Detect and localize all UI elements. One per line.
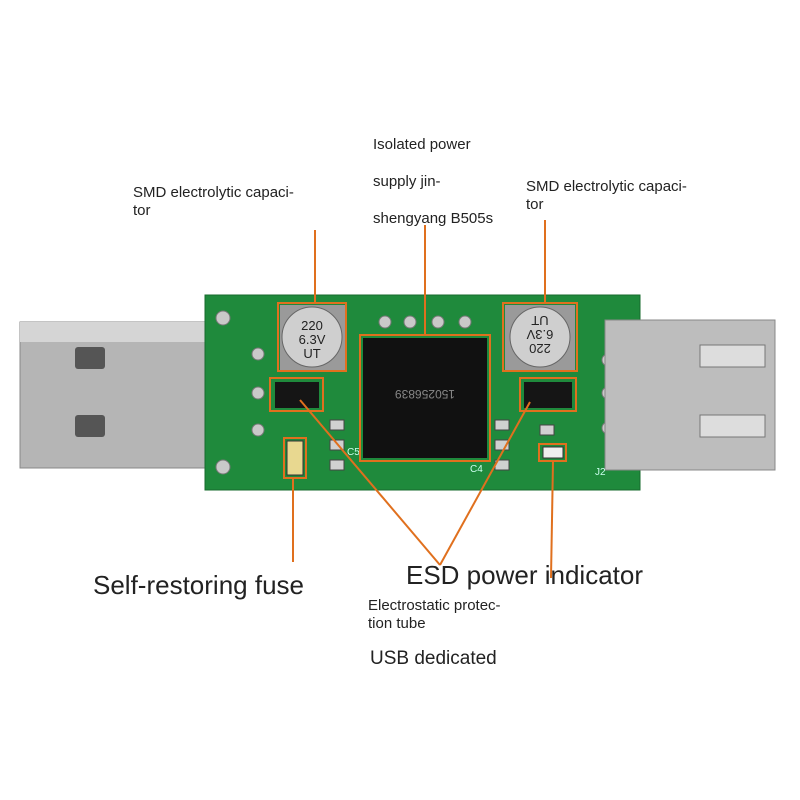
c4-marking: C4 xyxy=(470,464,483,475)
label-esd: ESD power indicator xyxy=(406,560,643,590)
esd-tube-right xyxy=(524,382,572,408)
capacitor-right xyxy=(505,305,575,370)
label-line: shengyang B505s xyxy=(373,210,494,227)
j2-marking: J2 xyxy=(595,467,606,478)
power-led xyxy=(542,446,564,459)
label-isolated-power: Isolated power supply jin- shengyang B50… xyxy=(373,126,493,237)
usb-female-socket xyxy=(604,319,776,471)
label-line: SMD electrolytic capaci- xyxy=(133,184,294,201)
esd-tube-left xyxy=(275,382,319,408)
chip-marking: 150256839 xyxy=(395,387,455,401)
label-cap-left: SMD electrolytic capaci- tor xyxy=(133,184,294,220)
label-line: tor xyxy=(133,202,151,219)
label-usb-dedicated: USB dedicated xyxy=(370,648,497,669)
label-line: Isolated power xyxy=(373,136,471,153)
cap-right-marking: 2206.3VUT xyxy=(526,313,553,356)
c5-marking: C5 xyxy=(347,447,360,458)
fuse xyxy=(286,440,304,476)
label-line: Electrostatic protec- xyxy=(368,597,501,614)
label-line: tion tube xyxy=(368,615,426,632)
capacitor-left xyxy=(280,305,345,370)
isolated-power-module xyxy=(363,338,487,458)
label-cap-right: SMD electrolytic capaci- tor xyxy=(526,178,687,214)
label-line: tor xyxy=(526,196,544,213)
label-line: SMD electrolytic capaci- xyxy=(526,178,687,195)
label-line: supply jin- xyxy=(373,173,441,190)
label-esd-tube: Electrostatic protec- tion tube xyxy=(368,597,501,633)
annotation-lines xyxy=(269,220,578,579)
label-fuse: Self-restoring fuse xyxy=(93,570,304,600)
